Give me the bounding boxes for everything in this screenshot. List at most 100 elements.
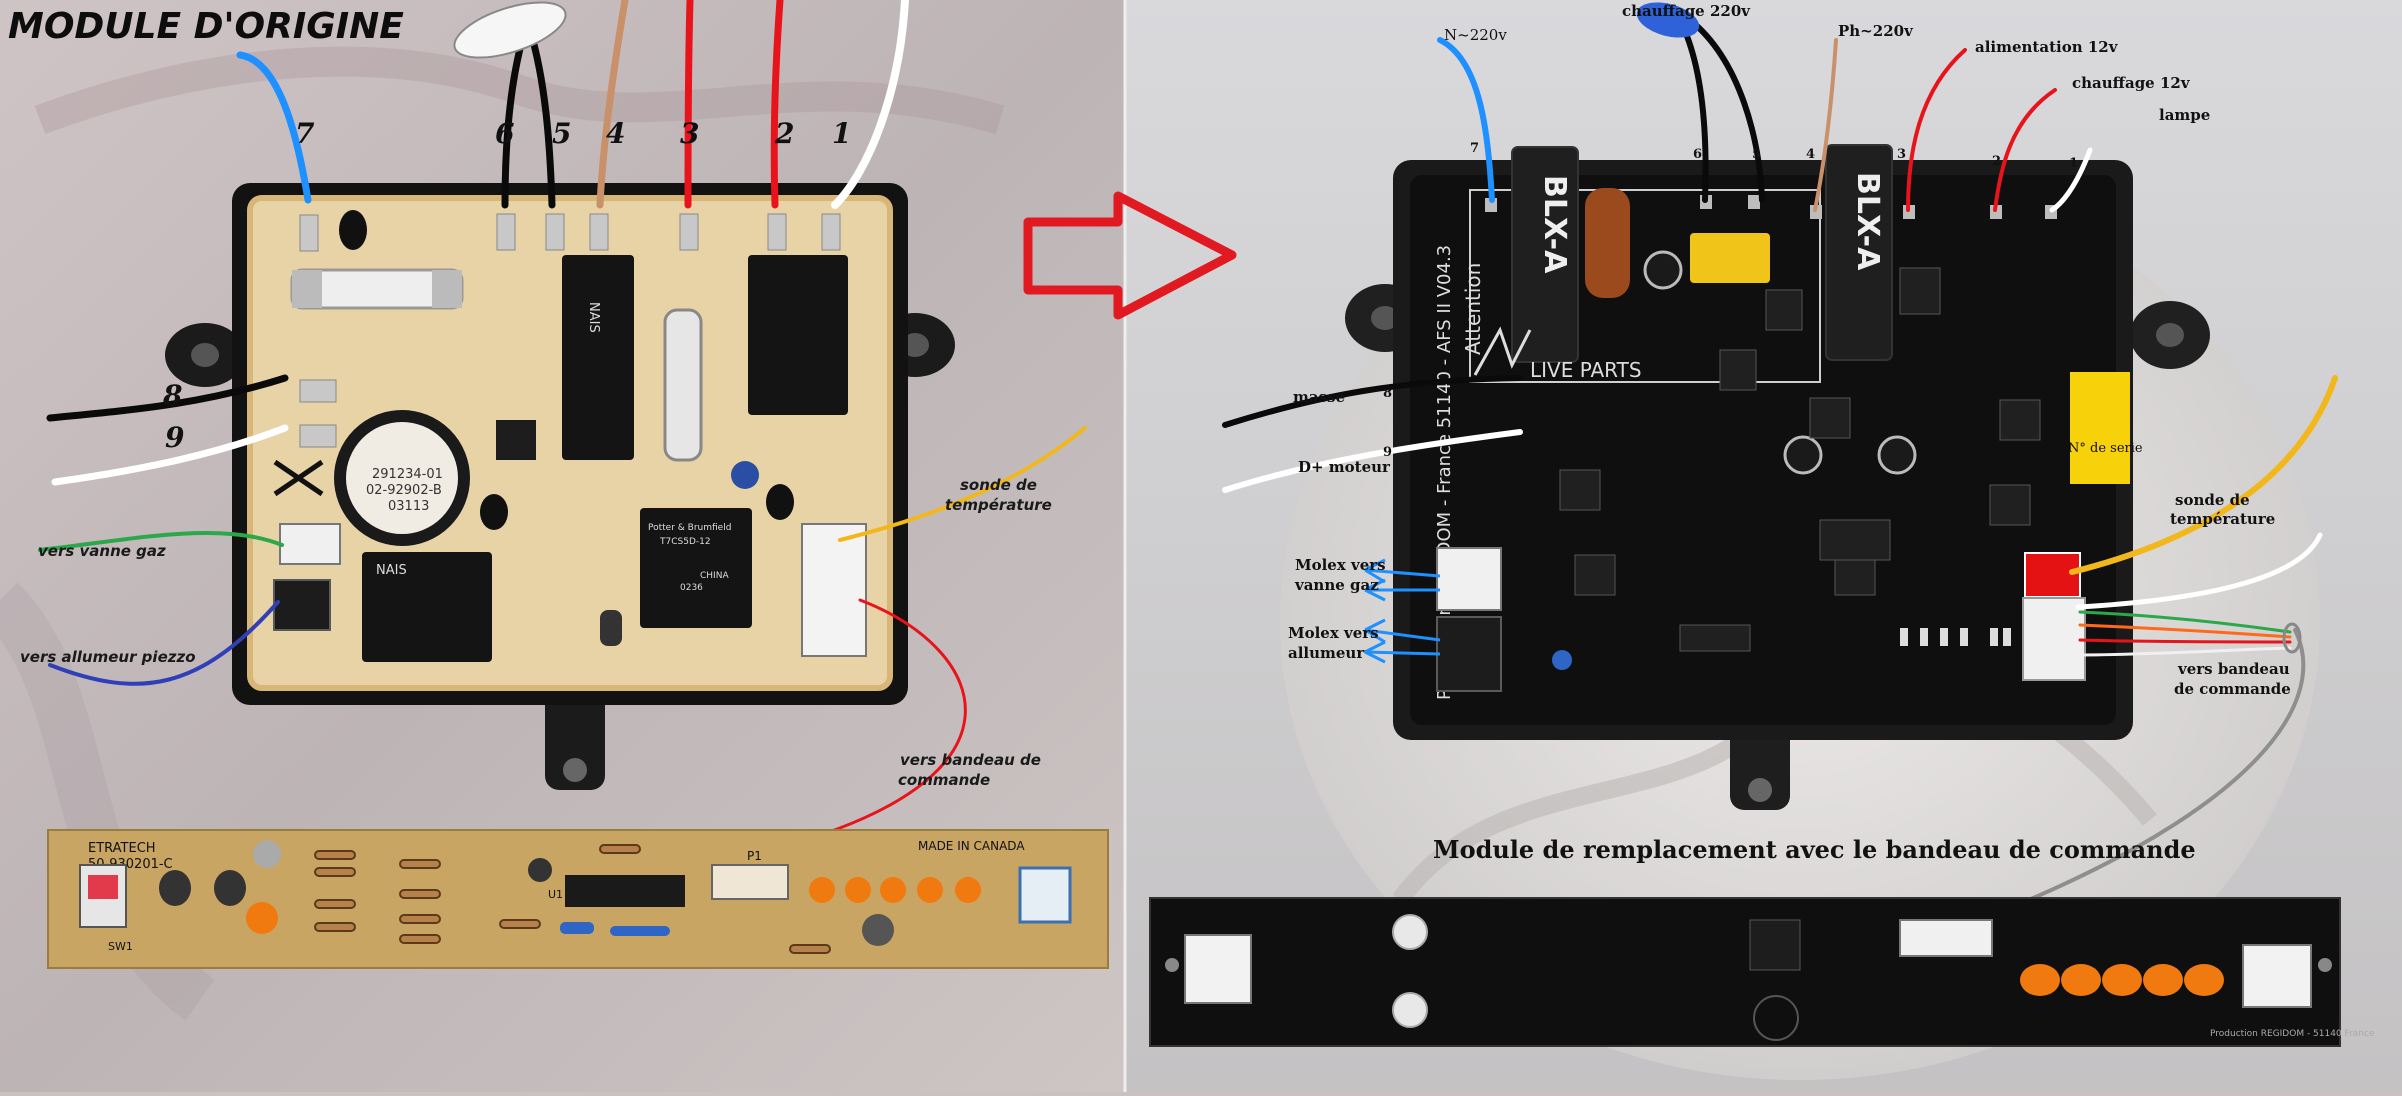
label-temperature-left: température (945, 496, 1052, 514)
label-ph220: Ph~220v (1838, 22, 1914, 40)
label-vers-vanne-gaz: vers vanne gaz (38, 542, 166, 560)
wire-4-tan (596, 0, 629, 209)
replacement-terminal-numbers: 1 2 3 4 5 6 7 8 9 (1383, 141, 2078, 460)
relay-3 (362, 552, 492, 662)
wire-7-blue (236, 51, 312, 204)
label-sonde-left: sonde de (960, 476, 1037, 494)
label-molex-vanne-2: vanne gaz (1294, 576, 1379, 594)
strip-made-in: MADE IN CANADA (918, 839, 1025, 853)
serial-sticker (2070, 372, 2130, 484)
strip-p1-label: P1 (747, 849, 762, 863)
replacement-labels: N~220v chauffage 220v Ph~220v alimentati… (1288, 2, 2291, 698)
terminal-1: 1 (832, 117, 851, 150)
rwire-green (2078, 610, 2292, 634)
attention-label: Attention (1461, 263, 1485, 355)
wire-2-red (770, 0, 784, 209)
wire-piezo-blue (48, 600, 280, 686)
label-serie: N° de serie (2068, 441, 2143, 456)
molex-vanne-connector (1436, 547, 1502, 611)
terminal-8: 8 (162, 379, 182, 412)
label-chauffage-220: chauffage 220v (1622, 2, 1751, 20)
original-terminal-numbers: 1 2 3 4 5 6 7 8 9 (162, 117, 851, 454)
label-sonde-right-2: température (2170, 510, 2275, 528)
original-strip-leds (809, 877, 981, 903)
relay-blx-a-2 (1825, 144, 1893, 361)
label-bandeau-left-2: commande (898, 771, 990, 789)
wire-9-white (51, 424, 289, 486)
label-bandeau-right-1: vers bandeau (2177, 660, 2290, 678)
rterminal-5: 5 (1752, 147, 1761, 162)
rstrip-connector (1899, 919, 1993, 957)
capacitor-orange (1585, 188, 1630, 298)
label-bandeau-right-2: de commande (2174, 680, 2291, 698)
relay-4 (640, 508, 752, 628)
left-title: MODULE D'ORIGINE (8, 6, 404, 47)
wire-5-black (526, 26, 556, 209)
rwire-red (2078, 638, 2292, 644)
wire-vanne-green (38, 530, 284, 552)
rwire-white-loop (2075, 532, 2323, 610)
terminal-6: 6 (495, 117, 514, 150)
rwire-7-blue (1437, 37, 1495, 203)
rwire-white-2 (2078, 646, 2292, 657)
relay-2 (748, 255, 848, 415)
strip-u1-label: U1 (548, 888, 563, 901)
rstrip-sw1 (1184, 934, 1252, 1004)
terminal-2: 2 (774, 117, 794, 150)
label-alimentation-12: alimentation 12v (1975, 38, 2119, 56)
toroid (334, 410, 470, 546)
label-vers-allumeur-piezzo: vers allumeur piezzo (20, 648, 196, 666)
original-module: 291234-01 02-92902-B 03113 NAIS NAIS Pot… (165, 183, 955, 790)
strip-brand: ETRATECH (88, 841, 156, 856)
label-sonde-temperature-left: sonde de température (945, 476, 1052, 514)
label-d-moteur: D+ moteur (1298, 458, 1391, 476)
live-parts-label: LIVE PARTS (1530, 358, 1642, 382)
rwire-2-red (1993, 88, 2057, 212)
replacement-module: BLX-A BLX-A Attention LIVE PARTS Product… (1345, 144, 2210, 810)
strip-right-connector (1018, 866, 1072, 924)
bandeau-connector (2022, 597, 2086, 681)
rwire-9-white (1222, 429, 1523, 493)
rwire-1-white (2049, 147, 2093, 213)
terminal-5: 5 (552, 117, 571, 150)
warning-symbol (1473, 326, 1532, 376)
label-vers-bandeau-left: vers bandeau de commande (898, 751, 1046, 789)
rterminal-2: 2 (1992, 154, 2001, 169)
terminal-3: 3 (680, 117, 699, 150)
terminal-7: 7 (295, 117, 315, 150)
terminal-9: 9 (165, 421, 184, 454)
cable-sheath-blue (1636, 2, 1700, 38)
capacitor-yellow (1690, 233, 1770, 283)
strip-sw1-label: SW1 (108, 940, 133, 953)
rwire-8-black (1222, 375, 1523, 428)
label-bandeau-left-1: vers bandeau de (900, 751, 1041, 769)
label-chauffage-12: chauffage 12v (2072, 74, 2191, 92)
rwire-sonde-yellow (2069, 375, 2338, 575)
relay-blx-a-1-label: BLX-A (1537, 175, 1572, 274)
chip-label-3: 03113 (388, 499, 429, 514)
relay-3-label: NAIS (376, 563, 407, 578)
rwire-5-black (1687, 17, 1765, 203)
relay-4-label-2: T7CS5D-12 (659, 537, 711, 547)
arrow-right (1023, 191, 1237, 320)
label-molex-allumeur-1: Molex vers (1288, 624, 1379, 642)
rstrip-right-connector (2242, 944, 2312, 1008)
chip-label-2: 02-92902-B (366, 483, 442, 498)
wire-1-white (831, 0, 909, 209)
rwire-3-red (1906, 48, 1967, 212)
label-n220: N~220v (1444, 26, 1507, 44)
relay-blx-a-2-label: BLX-A (1850, 172, 1885, 271)
rterminal-9: 9 (1383, 445, 1392, 460)
rwire-4-tan (1813, 38, 1838, 212)
chip-label-1: 291234-01 (372, 467, 443, 482)
wire-sonde-yellow (838, 426, 1087, 542)
wire-8-black (46, 374, 289, 422)
label-masse: masse (1293, 388, 1345, 406)
relay-4-label-4: 0236 (680, 583, 703, 593)
label-lampe: lampe (2159, 106, 2210, 124)
rwire-orange (2078, 623, 2292, 639)
rterminal-3: 3 (1897, 147, 1906, 162)
relay-4-label-3: CHINA (700, 571, 729, 581)
